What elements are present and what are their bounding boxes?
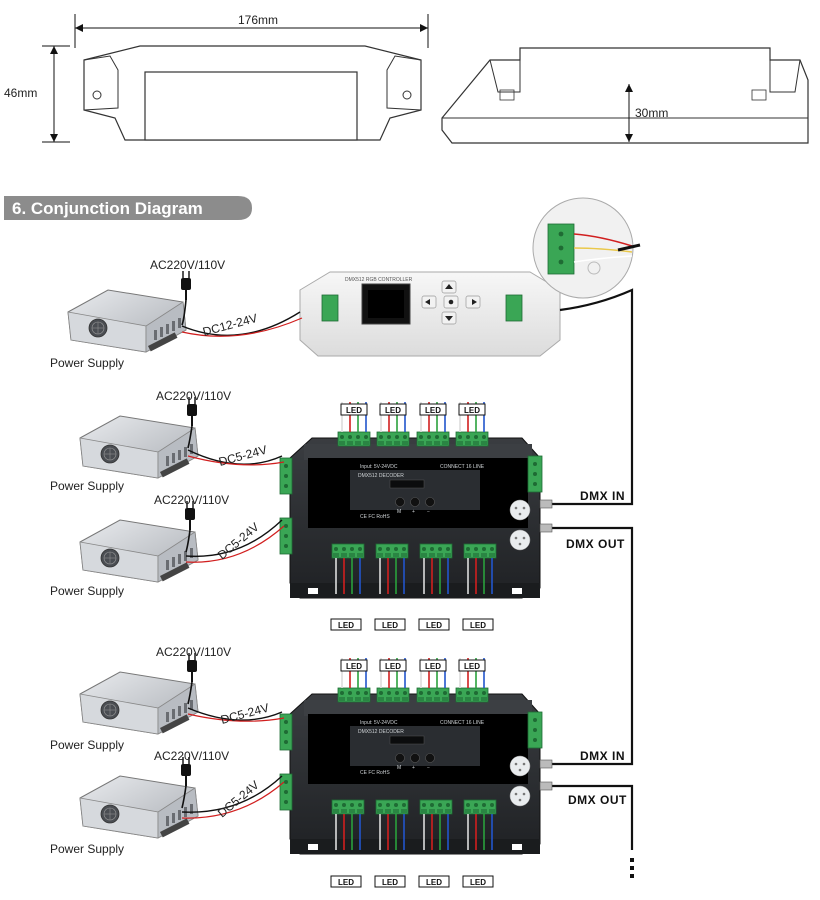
section-title: 6. Conjunction Diagram: [12, 199, 203, 218]
led-label: LED: [470, 878, 486, 887]
led-label: LED: [338, 621, 354, 630]
dmx512-decoder-1: DMX512 DECODER M + −: [279, 437, 543, 599]
power-supply-4-icon: [79, 671, 199, 735]
width-dimension-label: 46mm: [4, 86, 37, 100]
decoder-1-bottom-led-labels: LED LED LED LED: [330, 618, 494, 631]
dc-decoder-label-3: DC5-24V: [219, 701, 270, 727]
power-supply-3-icon: [79, 519, 199, 583]
dimension-drawing-side: [441, 47, 809, 144]
led-label: LED: [426, 621, 442, 630]
power-supply-label-5: Power Supply: [50, 842, 124, 856]
power-supply-label-3: Power Supply: [50, 584, 124, 598]
dimension-drawing-front: [42, 14, 429, 143]
led-label: LED: [425, 406, 441, 415]
led-label: LED: [425, 662, 441, 671]
power-supply-label-1: Power Supply: [50, 356, 124, 370]
power-supply-label-4: Power Supply: [50, 738, 124, 752]
led-label: LED: [464, 662, 480, 671]
decoder-2-name: DMX512 DECODER: [358, 729, 404, 735]
led-label: LED: [346, 662, 362, 671]
led-label: LED: [382, 621, 398, 630]
controller-name: DMX512 RGB CONTROLLER: [345, 277, 413, 283]
length-dimension-label: 176mm: [238, 13, 278, 27]
led-label: LED: [464, 406, 480, 415]
controller-connector-zoom: [532, 197, 641, 299]
decoder-1-name: DMX512 DECODER: [358, 473, 404, 479]
led-label: LED: [346, 406, 362, 415]
power-supply-5-icon: [79, 775, 199, 839]
power-supply-1-icon: [67, 289, 187, 353]
decoder-2-button-plus: +: [412, 765, 415, 771]
power-supply-2-icon: [79, 415, 199, 479]
height-dimension-label: 30mm: [635, 106, 668, 120]
decoder-1-button-plus: +: [412, 509, 415, 515]
decoder-2-bottom-led-labels: LED LED LED LED: [330, 875, 494, 888]
ac-input-label-5: AC220V/110V: [154, 749, 229, 763]
dmx-in-label-2: DMX IN: [580, 749, 625, 763]
ac-input-label-4: AC220V/110V: [156, 645, 231, 659]
decoder-1-top-led-labels: LED LED LED LED: [340, 403, 486, 416]
led-label: LED: [470, 621, 486, 630]
dmx512-rgb-controller: [299, 271, 634, 494]
plug-1-icon: [180, 270, 192, 301]
dmx512-decoder-2: DMX512 DECODER M + −: [279, 693, 543, 855]
section-title-badge: [4, 196, 252, 220]
dc-decoder-label-4: DC5-24V: [215, 778, 262, 820]
led-label: LED: [426, 878, 442, 887]
led-label: LED: [338, 878, 354, 887]
ac-input-label-2: AC220V/110V: [156, 389, 231, 403]
power-supply-label-2: Power Supply: [50, 479, 124, 493]
led-label: LED: [382, 878, 398, 887]
ac-input-label-3: AC220V/110V: [154, 493, 229, 507]
dmx-out-label-1: DMX OUT: [566, 537, 625, 551]
decoder-2-top-led-labels: LED LED LED LED: [340, 659, 486, 672]
decoder-1-button-minus: −: [427, 509, 430, 515]
continuation-dots: [630, 858, 634, 878]
decoder-1-button-m: M: [397, 509, 401, 515]
led-label: LED: [385, 662, 401, 671]
decoder-2-button-minus: −: [427, 765, 430, 771]
decoder-2-button-m: M: [397, 765, 401, 771]
led-label: LED: [385, 406, 401, 415]
dmx-in-label-1: DMX IN: [580, 489, 625, 503]
dmx-out-label-2: DMX OUT: [568, 793, 627, 807]
ac-input-label-1: AC220V/110V: [150, 258, 225, 272]
